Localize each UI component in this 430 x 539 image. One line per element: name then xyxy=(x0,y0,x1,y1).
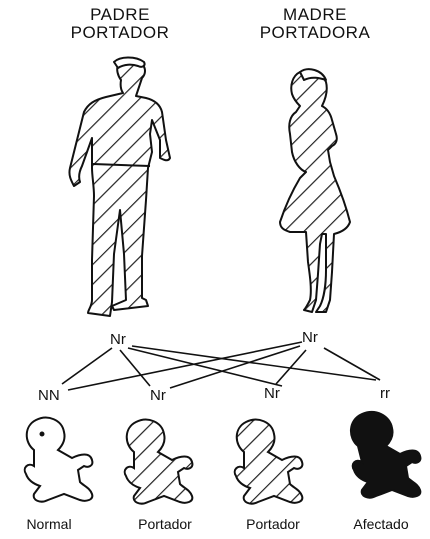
child-1-genotype: NN xyxy=(38,388,60,404)
baby-affected xyxy=(351,412,420,498)
baby-carrier-1 xyxy=(125,420,193,504)
father-genotype: Nr xyxy=(110,332,126,348)
father-label: PADRE PORTADOR xyxy=(45,6,195,42)
father-label-line1: PADRE xyxy=(45,6,195,24)
child-1-label: Normal xyxy=(4,516,94,532)
mother-label: MADRE PORTADORA xyxy=(240,6,390,42)
child-2-label: Portador xyxy=(120,516,210,532)
baby-carrier-2 xyxy=(235,420,303,504)
mother-label-line2: PORTADORA xyxy=(240,24,390,42)
child-4-label: Afectado xyxy=(336,516,426,532)
baby-normal xyxy=(25,418,93,502)
child-4-genotype: rr xyxy=(380,386,390,402)
inheritance-lines xyxy=(62,342,380,390)
mother-label-line1: MADRE xyxy=(240,6,390,24)
child-3-genotype: Nr xyxy=(264,386,280,402)
mother-genotype: Nr xyxy=(302,330,318,346)
child-3-label: Portador xyxy=(228,516,318,532)
father-figure xyxy=(69,58,170,317)
mother-figure xyxy=(280,69,350,312)
father-label-line2: PORTADOR xyxy=(45,24,195,42)
child-2-genotype: Nr xyxy=(150,388,166,404)
